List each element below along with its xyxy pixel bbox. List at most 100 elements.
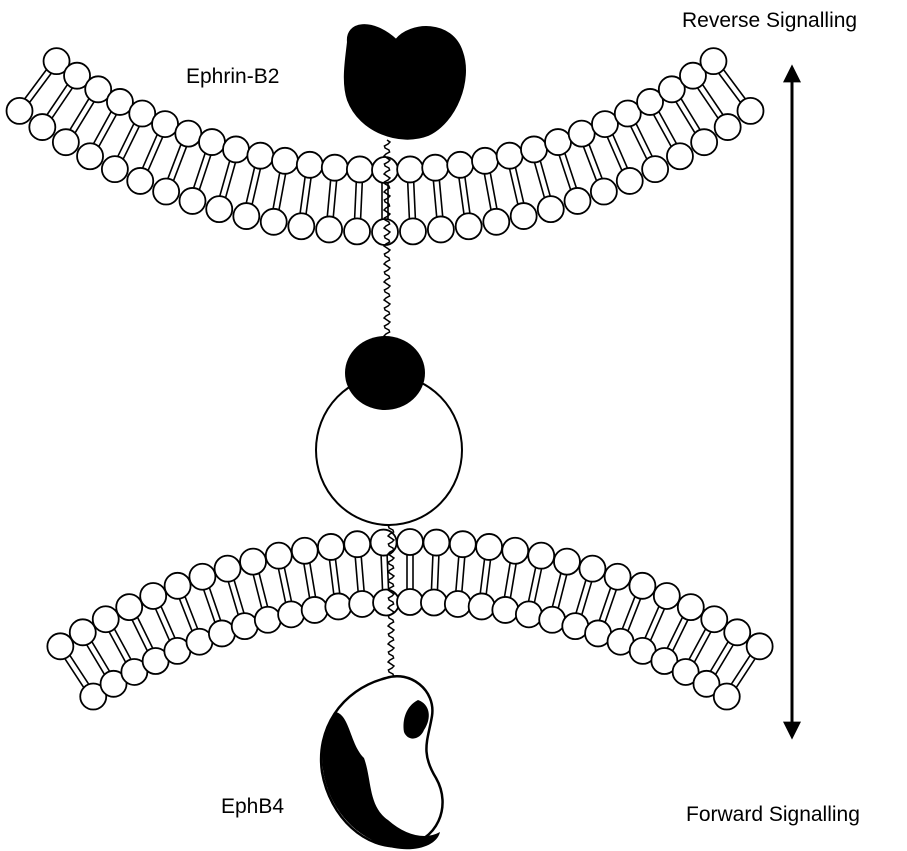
lipid-head [93,606,119,632]
lipid-head [715,114,741,140]
lipid-head [700,48,726,74]
lipid-tail [279,174,286,209]
lipid-head [397,156,423,182]
lipid-head [476,534,502,560]
lipid-tail [138,617,153,648]
lipid-tail [335,559,339,593]
lipid-tail [529,568,536,601]
lipid-head [372,157,398,183]
lipid-tail [689,629,705,659]
lipid-head [545,129,571,155]
lipid-tail [645,607,659,638]
lipid-head [240,549,266,575]
lipid-tail [143,135,157,168]
lipid-tail [456,557,459,591]
lipid-head [654,583,680,609]
lipid-tail [490,173,497,208]
ephb4-label: EphB4 [221,796,284,817]
lipid-head [272,148,298,174]
lipid-head [483,209,509,235]
lipid-tail [607,137,621,170]
lipid-tail [161,607,175,638]
lipid-tail [185,597,197,629]
lipid-tail [433,181,436,217]
lipid-head [450,531,476,557]
lipid-tail [333,181,336,217]
lipid-head [165,573,191,599]
lipid-head [261,209,287,235]
lipid-tail [209,588,220,620]
lipid-head [233,203,259,229]
lipid-head [492,597,518,623]
lipid-head [175,121,201,147]
lipid-tail [361,183,363,219]
lipid-tail [109,632,125,662]
lipid-head [539,607,565,633]
lipid-tail [431,555,432,589]
lipid-head [266,543,292,569]
lipid-head [397,589,423,615]
lipid-head [29,114,55,140]
lipid-head [215,556,241,582]
lipid-tail [667,617,682,648]
lipid-head [472,148,498,174]
lipid-head [691,129,717,155]
lipid-head [53,129,79,155]
lipid-head [344,531,370,557]
lipid-head [278,601,304,627]
lipid-head [521,136,547,162]
lipid-tail [310,563,316,597]
lipid-head [516,601,542,627]
lipid-head [511,203,537,229]
lipid-tail [300,177,305,213]
lipid-head [629,573,655,599]
lipid-tail [148,137,162,170]
lipid-head [400,218,426,244]
lipid-head [302,597,328,623]
lipid-head [678,594,704,620]
lipid-head [372,219,398,245]
lipid-head [179,188,205,214]
lipid-tail [180,599,192,631]
lipid-tail [194,153,205,187]
lipid-head [347,156,373,182]
lipid-head [617,168,643,194]
lipid-tail [115,629,131,659]
lipid-head [189,564,215,590]
lipid-head [469,593,495,619]
lipid-head [373,589,399,615]
lipid-head [371,530,397,556]
lipid-head [344,218,370,244]
lipid-tail [355,182,357,218]
lipid-head [292,538,318,564]
lipid-head [247,143,273,169]
phospholipid [344,156,373,244]
phospholipid [397,529,423,615]
lipid-tail [459,178,464,214]
lipid-tail [559,155,570,189]
phospholipid [7,48,70,124]
lipid-head [77,143,103,169]
lipid-tail [174,147,187,181]
lipid-head [322,155,348,181]
lipid-head [297,152,323,178]
lipid-tail [273,173,280,208]
lipid-head [288,213,314,239]
lipid-head [428,216,454,242]
lipid-head [70,619,96,645]
lipid-tail [589,145,602,179]
lipid-tail [462,557,465,591]
lipid-head [349,591,375,617]
lipid-head [140,583,166,609]
lipid-tail [437,556,438,590]
lipid-head [255,607,281,633]
lipid-head [605,564,631,590]
lipid-tail [408,183,410,219]
lipid-tail [510,564,516,598]
lipid-head [421,589,447,615]
lipid-head [116,594,142,620]
lipid-tail [673,620,688,651]
lipid-head [642,156,668,182]
lipid-head [538,196,564,222]
